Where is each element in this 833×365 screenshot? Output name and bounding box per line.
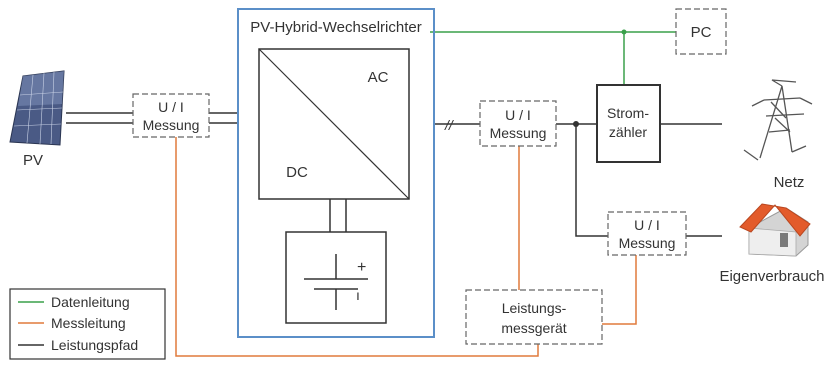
battery-plus-sign: + <box>357 259 366 276</box>
power-meter-line1: Leistungs- <box>502 300 567 316</box>
legend-label-data: Datenleitung <box>51 294 130 310</box>
converter-diagonal <box>258 48 410 200</box>
legend-item-measure: Messleitung <box>18 315 126 331</box>
ac-label: AC <box>368 69 389 86</box>
legend: Datenleitung Messleitung Leistungspfad <box>9 288 166 360</box>
legend-box <box>9 288 166 360</box>
dc-label: DC <box>286 164 308 181</box>
ui-measurement-ac-line2: Messung <box>490 125 547 141</box>
battery-minus-sign: ı <box>356 287 360 303</box>
ui-measurement-consumption-line2: Messung <box>619 235 676 251</box>
data-junction-dot <box>621 29 627 35</box>
pv-label: PV <box>23 152 43 169</box>
pc-label: PC <box>691 24 712 41</box>
power-junction-dot <box>573 121 579 127</box>
legend-item-data: Datenleitung <box>18 294 130 310</box>
pc-box: PC <box>675 8 727 55</box>
legend-item-power: Leistungspfad <box>18 337 138 353</box>
power-paths <box>66 112 722 237</box>
line-break-marker: // <box>444 117 455 133</box>
inverter-box <box>237 8 435 338</box>
power-meter-line2: messgerät <box>501 320 566 336</box>
measure-line-pv <box>175 137 539 357</box>
measurement-lines <box>175 137 637 357</box>
grid-label: Netz <box>774 174 805 191</box>
ui-measurement-pv: U / I Messung <box>132 93 210 138</box>
meter-line1: Strom- <box>607 105 649 121</box>
ui-measurement-pv-line1: U / I <box>158 99 184 115</box>
ui-measurement-consumption-line1: U / I <box>634 217 660 233</box>
pv-panel-icon <box>9 70 65 146</box>
inverter-title: PV-Hybrid-Wechselrichter <box>250 19 421 36</box>
house-icon <box>739 203 811 257</box>
meter-line2: zähler <box>609 124 647 140</box>
power-line-branch <box>575 124 608 237</box>
electricity-meter: Strom- zähler <box>596 84 661 163</box>
measure-line-consumption <box>602 255 637 325</box>
consumption-label: Eigenverbrauch <box>719 268 824 285</box>
legend-label-measure: Messleitung <box>51 315 126 331</box>
ui-measurement-pv-line2: Messung <box>143 117 200 133</box>
ui-measurement-consumption: U / I Messung <box>607 211 687 256</box>
power-pylon-icon <box>743 79 813 161</box>
ui-measurement-ac-line1: U / I <box>505 107 531 123</box>
ui-measurement-ac: U / I Messung <box>479 100 557 147</box>
data-lines <box>430 31 676 85</box>
legend-label-power: Leistungspfad <box>51 337 138 353</box>
power-measuring-device: Leistungs- messgerät <box>465 289 603 345</box>
